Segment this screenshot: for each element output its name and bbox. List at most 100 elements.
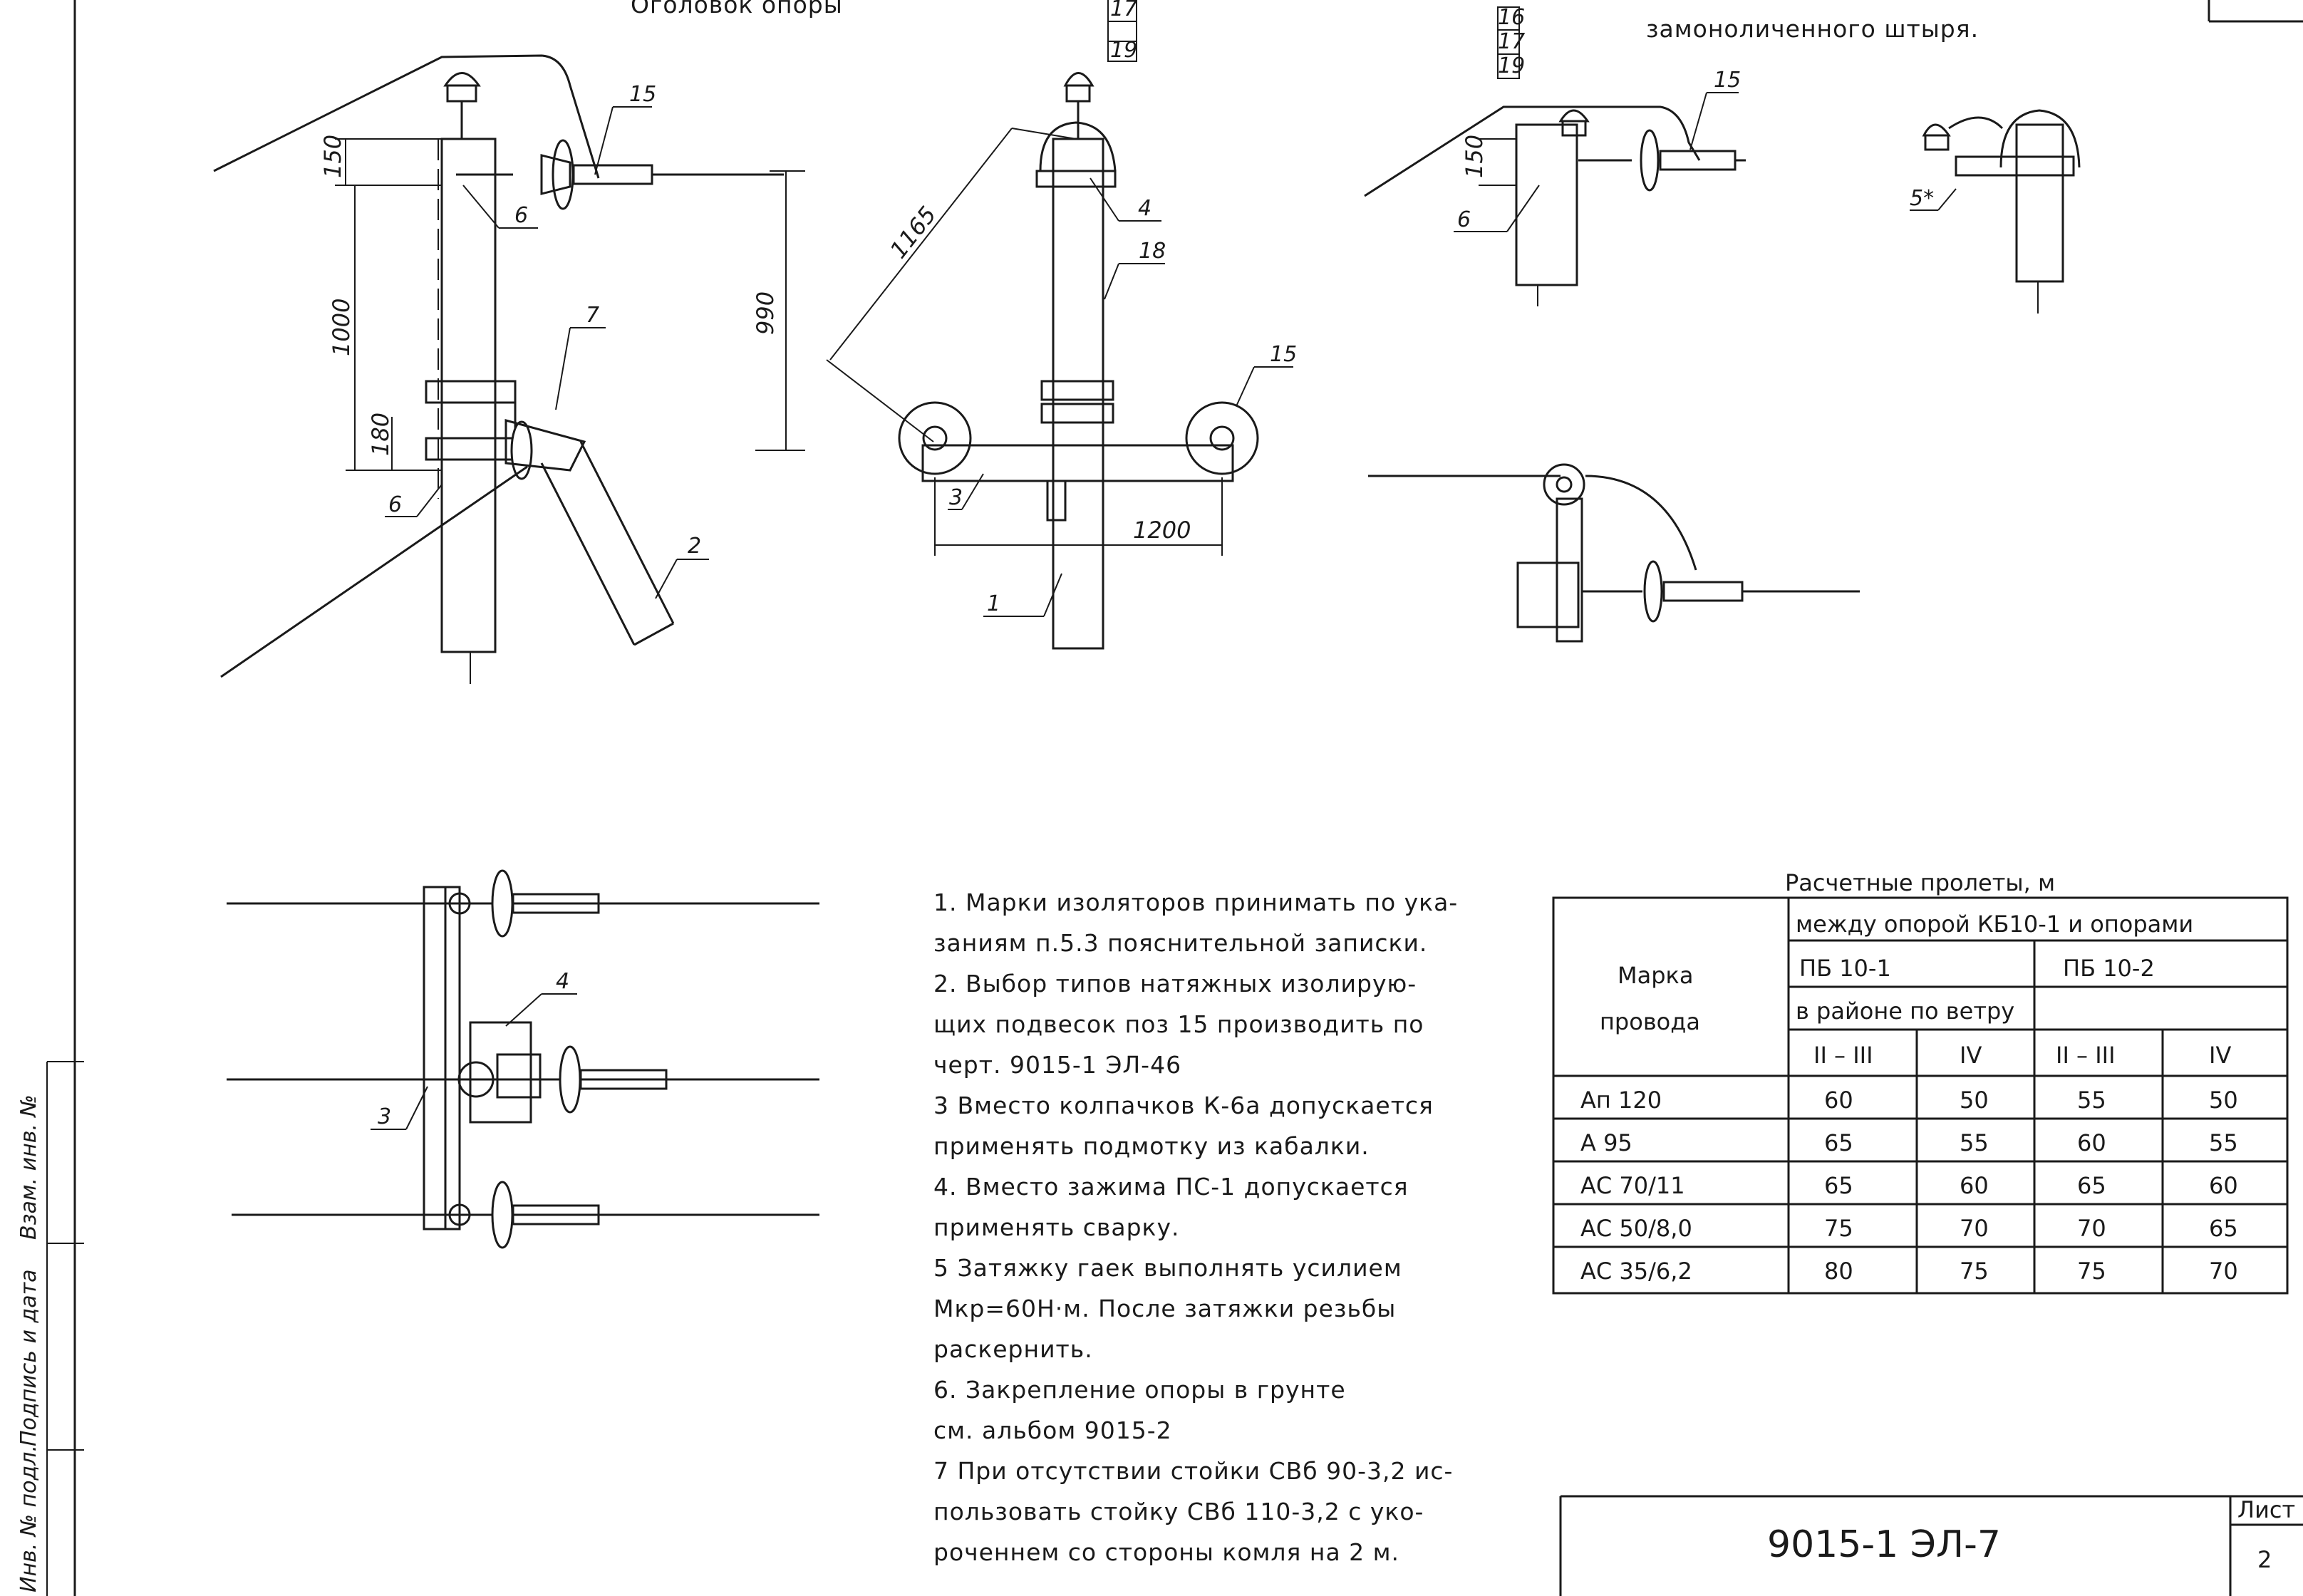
table-row: АС 35/6,2 80 75 75 70 (1580, 1258, 2238, 1285)
row-value: 60 (1824, 1087, 1853, 1114)
row-value: 60 (2077, 1129, 2106, 1156)
table-col-2: IV (1960, 1042, 1982, 1069)
note-line-15: 7 При отсутствии стойки СВб 90-3,2 ис- (933, 1457, 1453, 1485)
view-d-variant-side: 5* (1910, 109, 2081, 314)
heading-variant: замоноличенного штыря. (1646, 15, 1979, 43)
note-line-13: 6. Закрепление опоры в грунте (933, 1376, 1346, 1404)
view-c-variant: 150 16 17 19 15 6 (1364, 5, 1746, 306)
row-value: 75 (1960, 1258, 1989, 1285)
row-value: 75 (1824, 1215, 1853, 1242)
row-mark: А 95 (1580, 1129, 1632, 1156)
callout-6-b: 6 (388, 492, 402, 517)
row-mark: АС 35/6,2 (1580, 1258, 1692, 1285)
callout-17-b: 17 (1110, 0, 1137, 21)
note-line-8: 4. Вместо зажима ПС-1 допускается (933, 1173, 1409, 1201)
row-value: 60 (2209, 1172, 2238, 1199)
callout-17-c: 17 (1498, 29, 1525, 54)
dim-150-c: 150 (1461, 135, 1488, 178)
row-value: 65 (2209, 1215, 2238, 1242)
row-mark: АС 70/11 (1580, 1172, 1685, 1199)
callout-15-c: 15 (1714, 68, 1741, 93)
callout-5: 5* (1910, 186, 1934, 211)
margin-vzam: Взам. инв. № (16, 1094, 41, 1240)
stamp-sheet-label: Лист (2237, 1496, 2295, 1523)
table-mark-header-1: Марка (1618, 962, 1693, 989)
row-value: 50 (2209, 1087, 2238, 1114)
note-line-1: 1. Марки изоляторов принимать по ука- (933, 888, 1458, 916)
callout-6-c: 6 (1457, 207, 1471, 232)
note-line-10: 5 Затяжку гаек выполнять усилием (933, 1254, 1402, 1282)
note-line-5: черт. 9015-1 ЭЛ-46 (933, 1051, 1181, 1079)
row-mark: Ап 120 (1580, 1087, 1662, 1114)
note-line-17: роченнем со стороны комля на 2 м. (933, 1538, 1399, 1566)
row-value: 55 (1960, 1129, 1989, 1156)
dim-1165: 1165 (884, 201, 941, 264)
dim-990: 990 (752, 291, 779, 335)
table-row: Ап 120 60 50 55 50 (1580, 1087, 2238, 1114)
table-region: в районе по ветру (1796, 998, 2014, 1025)
stamp-code: 9015-1 ЭЛ-7 (1767, 1523, 2001, 1566)
stamp-sheet-no: 2 (2257, 1546, 2272, 1573)
table-col-1: II – III (1813, 1042, 1873, 1069)
table-header-span: между опорой КБ10-1 и опорами (1796, 911, 2193, 938)
view-f-plan: 4 3 (227, 869, 819, 1249)
row-value: 70 (2077, 1215, 2106, 1242)
note-line-12: раскернить. (933, 1335, 1093, 1363)
note-line-3: 2. Выбор типов натяжных изолирую- (933, 970, 1417, 998)
row-value: 80 (1824, 1258, 1853, 1285)
table-col-4: IV (2209, 1042, 2231, 1069)
table-col-3: II – III (2056, 1042, 2116, 1069)
callout-4-b: 4 (1138, 196, 1152, 221)
dim-150: 150 (319, 135, 346, 178)
row-value: 70 (2209, 1258, 2238, 1285)
callout-3-f: 3 (378, 1104, 391, 1129)
row-value: 55 (2209, 1129, 2238, 1156)
callout-6-a: 6 (514, 203, 528, 228)
callout-19-c: 19 (1498, 53, 1525, 78)
row-value: 60 (1960, 1172, 1989, 1199)
row-value: 50 (1960, 1087, 1989, 1114)
callout-19-b: 19 (1110, 38, 1137, 63)
note-line-9: применять сварку. (933, 1213, 1179, 1241)
callout-15-b: 15 (1270, 342, 1297, 367)
note-line-11: Мкр=60Н·м. После затяжки резьбы (933, 1295, 1396, 1322)
dim-180: 180 (367, 413, 394, 456)
callout-16: 16 (1498, 5, 1525, 30)
title-stamp: 9015-1 ЭЛ-7 Лист 2 (1559, 1495, 2303, 1596)
margin-sign-date: Подпись и дата (16, 1270, 41, 1447)
table-row: А 95 65 55 60 55 (1580, 1129, 2238, 1156)
note-line-16: пользовать стойку СВб 110-3,2 с уко- (933, 1498, 1424, 1525)
table-sub-pb10-1: ПБ 10-1 (1799, 955, 1891, 982)
callout-18: 18 (1139, 239, 1166, 264)
row-value: 65 (1824, 1172, 1853, 1199)
note-line-14: см. альбом 9015-2 (933, 1416, 1172, 1444)
row-value: 55 (2077, 1087, 2106, 1114)
note-line-7: применять подмотку из кабалки. (933, 1132, 1370, 1160)
table-row: АС 70/11 65 60 65 60 (1580, 1172, 2238, 1199)
row-value: 75 (2077, 1258, 2106, 1285)
notes-block: 1. Марки изоляторов принимать по ука- за… (933, 888, 1458, 1566)
dim-1200: 1200 (1133, 517, 1191, 544)
row-value: 65 (2077, 1172, 2106, 1199)
table-mark-header-2: провода (1600, 1008, 1700, 1035)
string-mid (457, 1021, 668, 1124)
callout-4-f: 4 (556, 969, 569, 994)
margin-inv-no: Инв. № подл. (16, 1445, 41, 1592)
callout-3-b: 3 (949, 485, 963, 510)
row-mark: АС 50/8,0 (1580, 1215, 1692, 1242)
dim-1000: 1000 (328, 299, 355, 356)
row-value: 70 (1960, 1215, 1989, 1242)
table-sub-pb10-2: ПБ 10-2 (2063, 955, 2155, 982)
string-bottom (448, 1181, 600, 1249)
view-a-side: 150 1000 180 990 15 6 7 6 2 (213, 54, 805, 684)
note-line-2: заниям п.5.3 пояснительной записки. (933, 929, 1427, 957)
note-line-4: щих подвесок поз 15 производить по (933, 1010, 1424, 1038)
view-e-variant-plan (1368, 463, 1860, 643)
table-caption: Расчетные пролеты, м (1785, 869, 2055, 896)
row-value: 65 (1824, 1129, 1853, 1156)
binding-margin: Взам. инв. № Подпись и дата Инв. № подл. (16, 0, 84, 1596)
table-row: АС 50/8,0 75 70 70 65 (1580, 1215, 2238, 1242)
span-table: Расчетные пролеты, м между опорой КБ10-1… (1552, 869, 2289, 1295)
frame-corner (2208, 0, 2303, 23)
